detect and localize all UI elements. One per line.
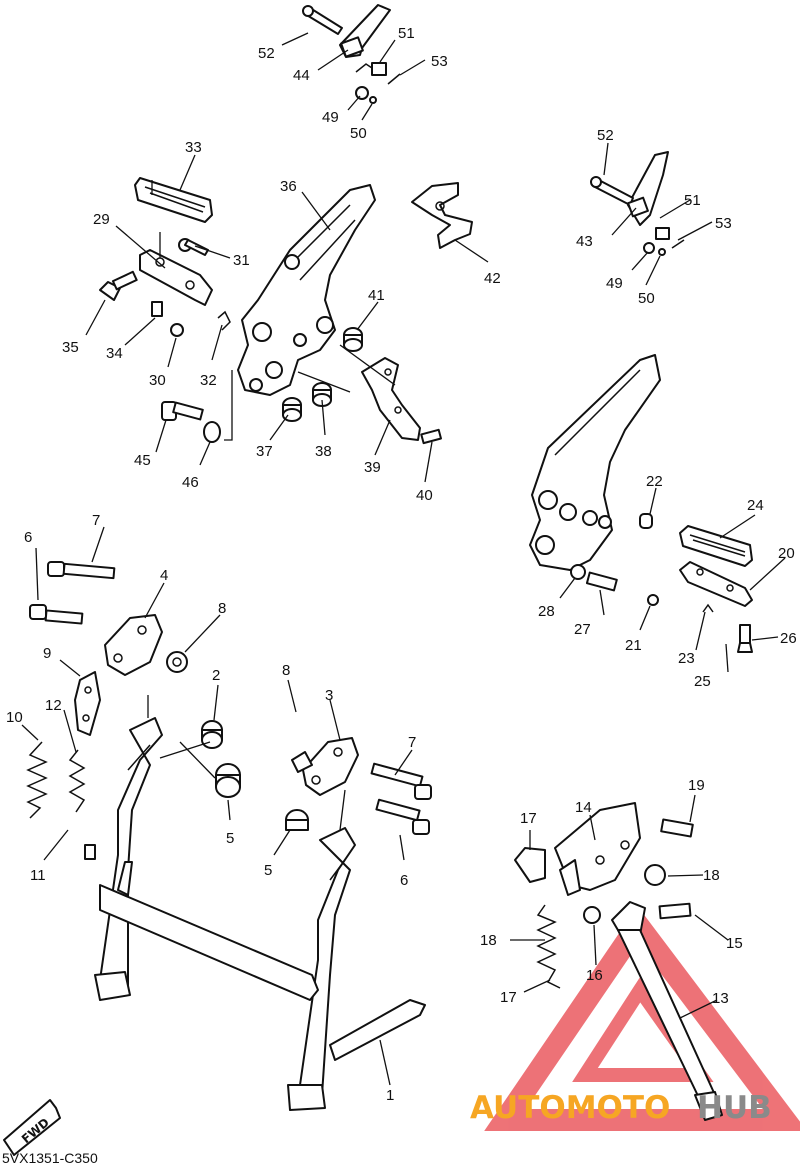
callout-11: 11 [30, 867, 46, 884]
bolt-44 [161, 401, 221, 443]
callout-39: 37 [256, 443, 273, 460]
callout-22: 20 [778, 545, 795, 562]
bolt-42 [420, 428, 442, 445]
peg-bracket-assembly-top [302, 4, 401, 104]
main-stand [94, 717, 426, 1111]
footpeg-right [570, 513, 753, 653]
callout-23: 21 [625, 637, 642, 654]
callout-8-left: 8 [218, 600, 226, 617]
callout-47: 43 [576, 233, 593, 250]
stand-bracket-right [291, 737, 432, 835]
fwd-arrow-icon: FWD [3, 1099, 61, 1156]
callout-50-right: 50 [638, 290, 655, 307]
callout-32: 30 [149, 372, 166, 389]
footrest-bracket-right [529, 354, 661, 571]
side-stand-assembly [514, 802, 723, 1121]
callout-33: 31 [233, 252, 250, 269]
callout-42: 40 [416, 487, 433, 504]
callout-34: 32 [200, 372, 217, 389]
callout-4: 4 [160, 567, 168, 584]
callout-25: 23 [678, 650, 695, 667]
stand-bracket-left [29, 561, 188, 736]
heel-plate-41 [361, 357, 421, 441]
callout-52-top: 52 [258, 45, 275, 62]
callout-30: 28 [538, 603, 555, 620]
callout-6-right: 6 [400, 872, 408, 889]
callout-5-left: 5 [226, 830, 234, 847]
callout-19: 17 [520, 810, 537, 827]
peg-bracket-assembly-right [590, 151, 685, 256]
footrest-bracket-left [237, 184, 376, 396]
callout-3: 3 [325, 687, 333, 704]
callout-50-top: 50 [350, 125, 367, 142]
callout-51-right: 51 [684, 192, 701, 209]
callout-6-left: 6 [24, 529, 32, 546]
callout-38: 36 [280, 178, 297, 195]
callout-46: 42 [484, 270, 501, 287]
callout-labels: 52 44 51 53 49 50 52 51 43 53 49 50 33 3… [6, 25, 797, 1104]
callout-8-right: 8 [282, 662, 290, 679]
callout-28: 26 [780, 630, 797, 647]
stand-bushings [201, 720, 309, 831]
callout-12: 12 [45, 697, 62, 714]
callout-43: 41 [368, 287, 385, 304]
callout-26: 24 [747, 497, 764, 514]
callout-53-right: 53 [715, 215, 732, 232]
callout-49-right: 49 [606, 275, 623, 292]
callout-49-top: 49 [322, 109, 339, 126]
callout-14: 14 [575, 799, 592, 816]
callout-41: 39 [364, 459, 381, 476]
callout-35: 33 [185, 139, 202, 156]
callout-37: 35 [62, 339, 79, 356]
callout-48: 44 [293, 67, 310, 84]
leader-lines [21, 32, 786, 1086]
springs-left [26, 741, 96, 860]
callout-20: 18 [703, 867, 720, 884]
callout-24: 22 [646, 473, 663, 490]
callout-15: 15 [726, 935, 743, 952]
callout-36: 34 [106, 345, 123, 362]
callout-51-top: 51 [398, 25, 415, 42]
watermark-part2: HUB [697, 1090, 772, 1126]
spacers-left [282, 327, 363, 422]
callout-52-right: 52 [597, 127, 614, 144]
callout-27: 25 [694, 673, 711, 690]
callout-16: 16 [586, 967, 603, 984]
callout-45: 46 [182, 474, 199, 491]
callout-7-left: 7 [92, 512, 100, 529]
callout-40: 38 [315, 443, 332, 460]
callout-9: 9 [43, 645, 51, 662]
callout-2: 2 [212, 667, 220, 684]
callout-31: 29 [93, 211, 110, 228]
diagram-code: 5VX1351-C350 [2, 1150, 98, 1166]
callout-44: 45 [134, 452, 151, 469]
callout-21: 19 [688, 777, 705, 794]
callout-29: 27 [574, 621, 591, 638]
callout-7-right: 7 [408, 734, 416, 751]
watermark-part1: AUTOMOTO [470, 1090, 670, 1126]
callout-10: 10 [6, 709, 23, 726]
bracket-46 [411, 182, 473, 249]
callout-13: 13 [712, 990, 729, 1007]
callout-53-top: 53 [431, 53, 448, 70]
footpeg-left [99, 177, 231, 337]
callout-1: 1 [386, 1087, 394, 1104]
callout-5-right: 5 [264, 862, 272, 879]
watermark-text: AUTOMOTO HUB [470, 1090, 772, 1126]
